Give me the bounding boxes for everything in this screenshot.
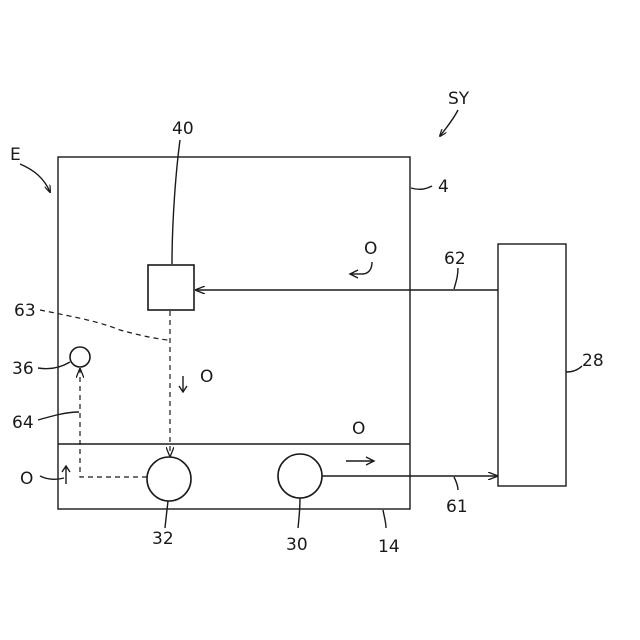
- label-circle-32: 32: [152, 529, 174, 549]
- flow-arrow-top-tail: [362, 262, 372, 274]
- circle-36: [70, 347, 90, 367]
- label-component-40: 40: [172, 119, 194, 139]
- circle-32: [147, 457, 191, 501]
- leader-40: [172, 140, 180, 264]
- flow-arrow-left: [62, 466, 70, 484]
- label-box-28: 28: [582, 351, 604, 371]
- label-circle-36: 36: [12, 359, 34, 379]
- circle-30: [278, 454, 322, 498]
- label-housing: 4: [438, 177, 449, 197]
- label-line-61: 61: [446, 497, 468, 517]
- flow-marker-middle: O: [200, 367, 213, 387]
- leader-61: [454, 477, 458, 490]
- label-line-64: 64: [12, 413, 34, 433]
- external-unit-box: [498, 244, 566, 486]
- leader-36: [38, 362, 70, 369]
- housing-box: [58, 157, 410, 509]
- flow-marker-top: O: [364, 239, 377, 259]
- label-circle-30: 30: [286, 535, 308, 555]
- flow-marker-right-pan: O: [352, 419, 365, 439]
- leader-28: [566, 366, 582, 372]
- label-line-63: 63: [14, 301, 36, 321]
- leader-30: [298, 498, 300, 528]
- label-system: SY: [448, 89, 470, 109]
- dashed-line-64: [80, 369, 147, 477]
- leader-sy: [440, 110, 458, 136]
- label-engine: E: [10, 145, 21, 165]
- component-40-box: [148, 265, 194, 310]
- leader-4: [411, 186, 432, 189]
- label-pan-14: 14: [378, 537, 400, 557]
- leader-14: [383, 510, 386, 528]
- leader-62: [454, 268, 458, 289]
- flow-marker-left-pan: O: [20, 469, 33, 489]
- leader-32: [165, 501, 168, 528]
- leader-63: [40, 310, 168, 340]
- label-arrow-62: 62: [444, 249, 466, 269]
- leader-o-left: [40, 476, 64, 479]
- leader-e: [20, 164, 50, 192]
